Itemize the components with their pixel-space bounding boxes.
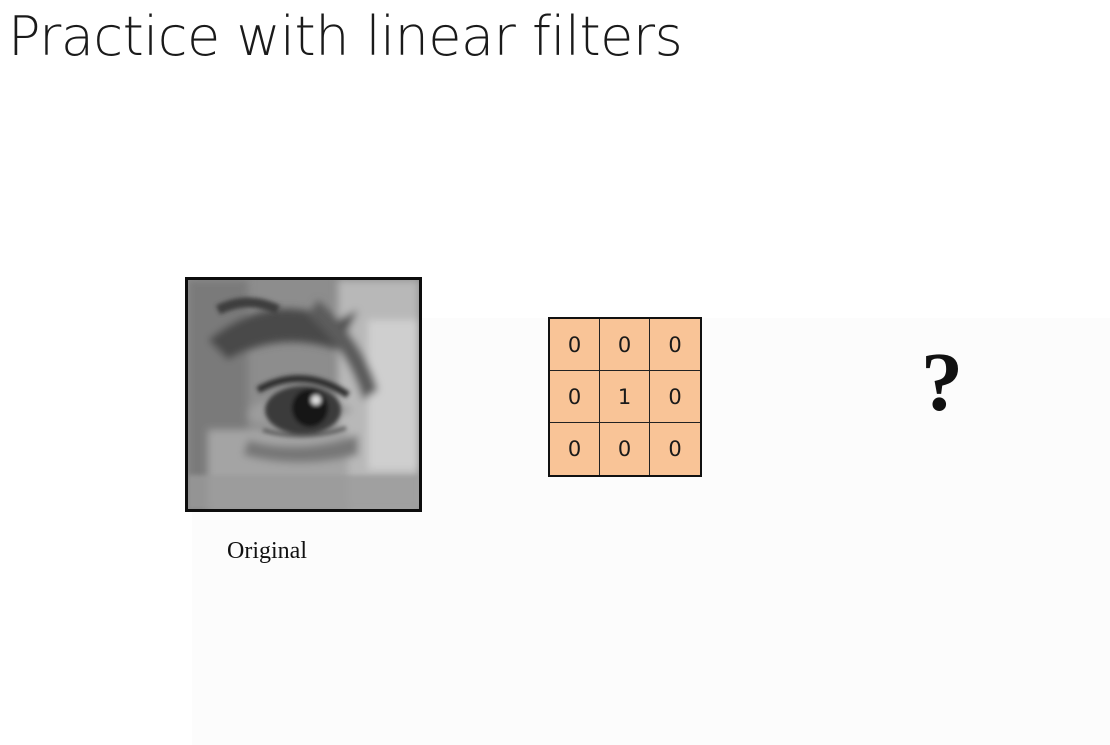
kernel-cell: 0 [600, 319, 650, 371]
result-question-mark: ? [921, 336, 963, 429]
kernel-cell: 0 [550, 371, 600, 423]
kernel-cell: 0 [550, 423, 600, 475]
kernel-cell: 0 [668, 437, 682, 461]
kernel-cell: 0 [650, 319, 700, 371]
kernel-cell: 0 [600, 423, 650, 475]
kernel-cell-center: 1 [600, 371, 650, 423]
kernel-cell: 0 [550, 319, 600, 371]
kernel-cell: 0 [650, 371, 700, 423]
original-image-caption: Original [227, 538, 307, 564]
original-eye-image [185, 277, 422, 512]
filter-kernel-matrix: 0 0 0 0 1 0 0 0 0 [548, 317, 702, 477]
eye-photo-graphic [188, 280, 419, 509]
slide-title: Practice with linear filters [8, 5, 683, 68]
